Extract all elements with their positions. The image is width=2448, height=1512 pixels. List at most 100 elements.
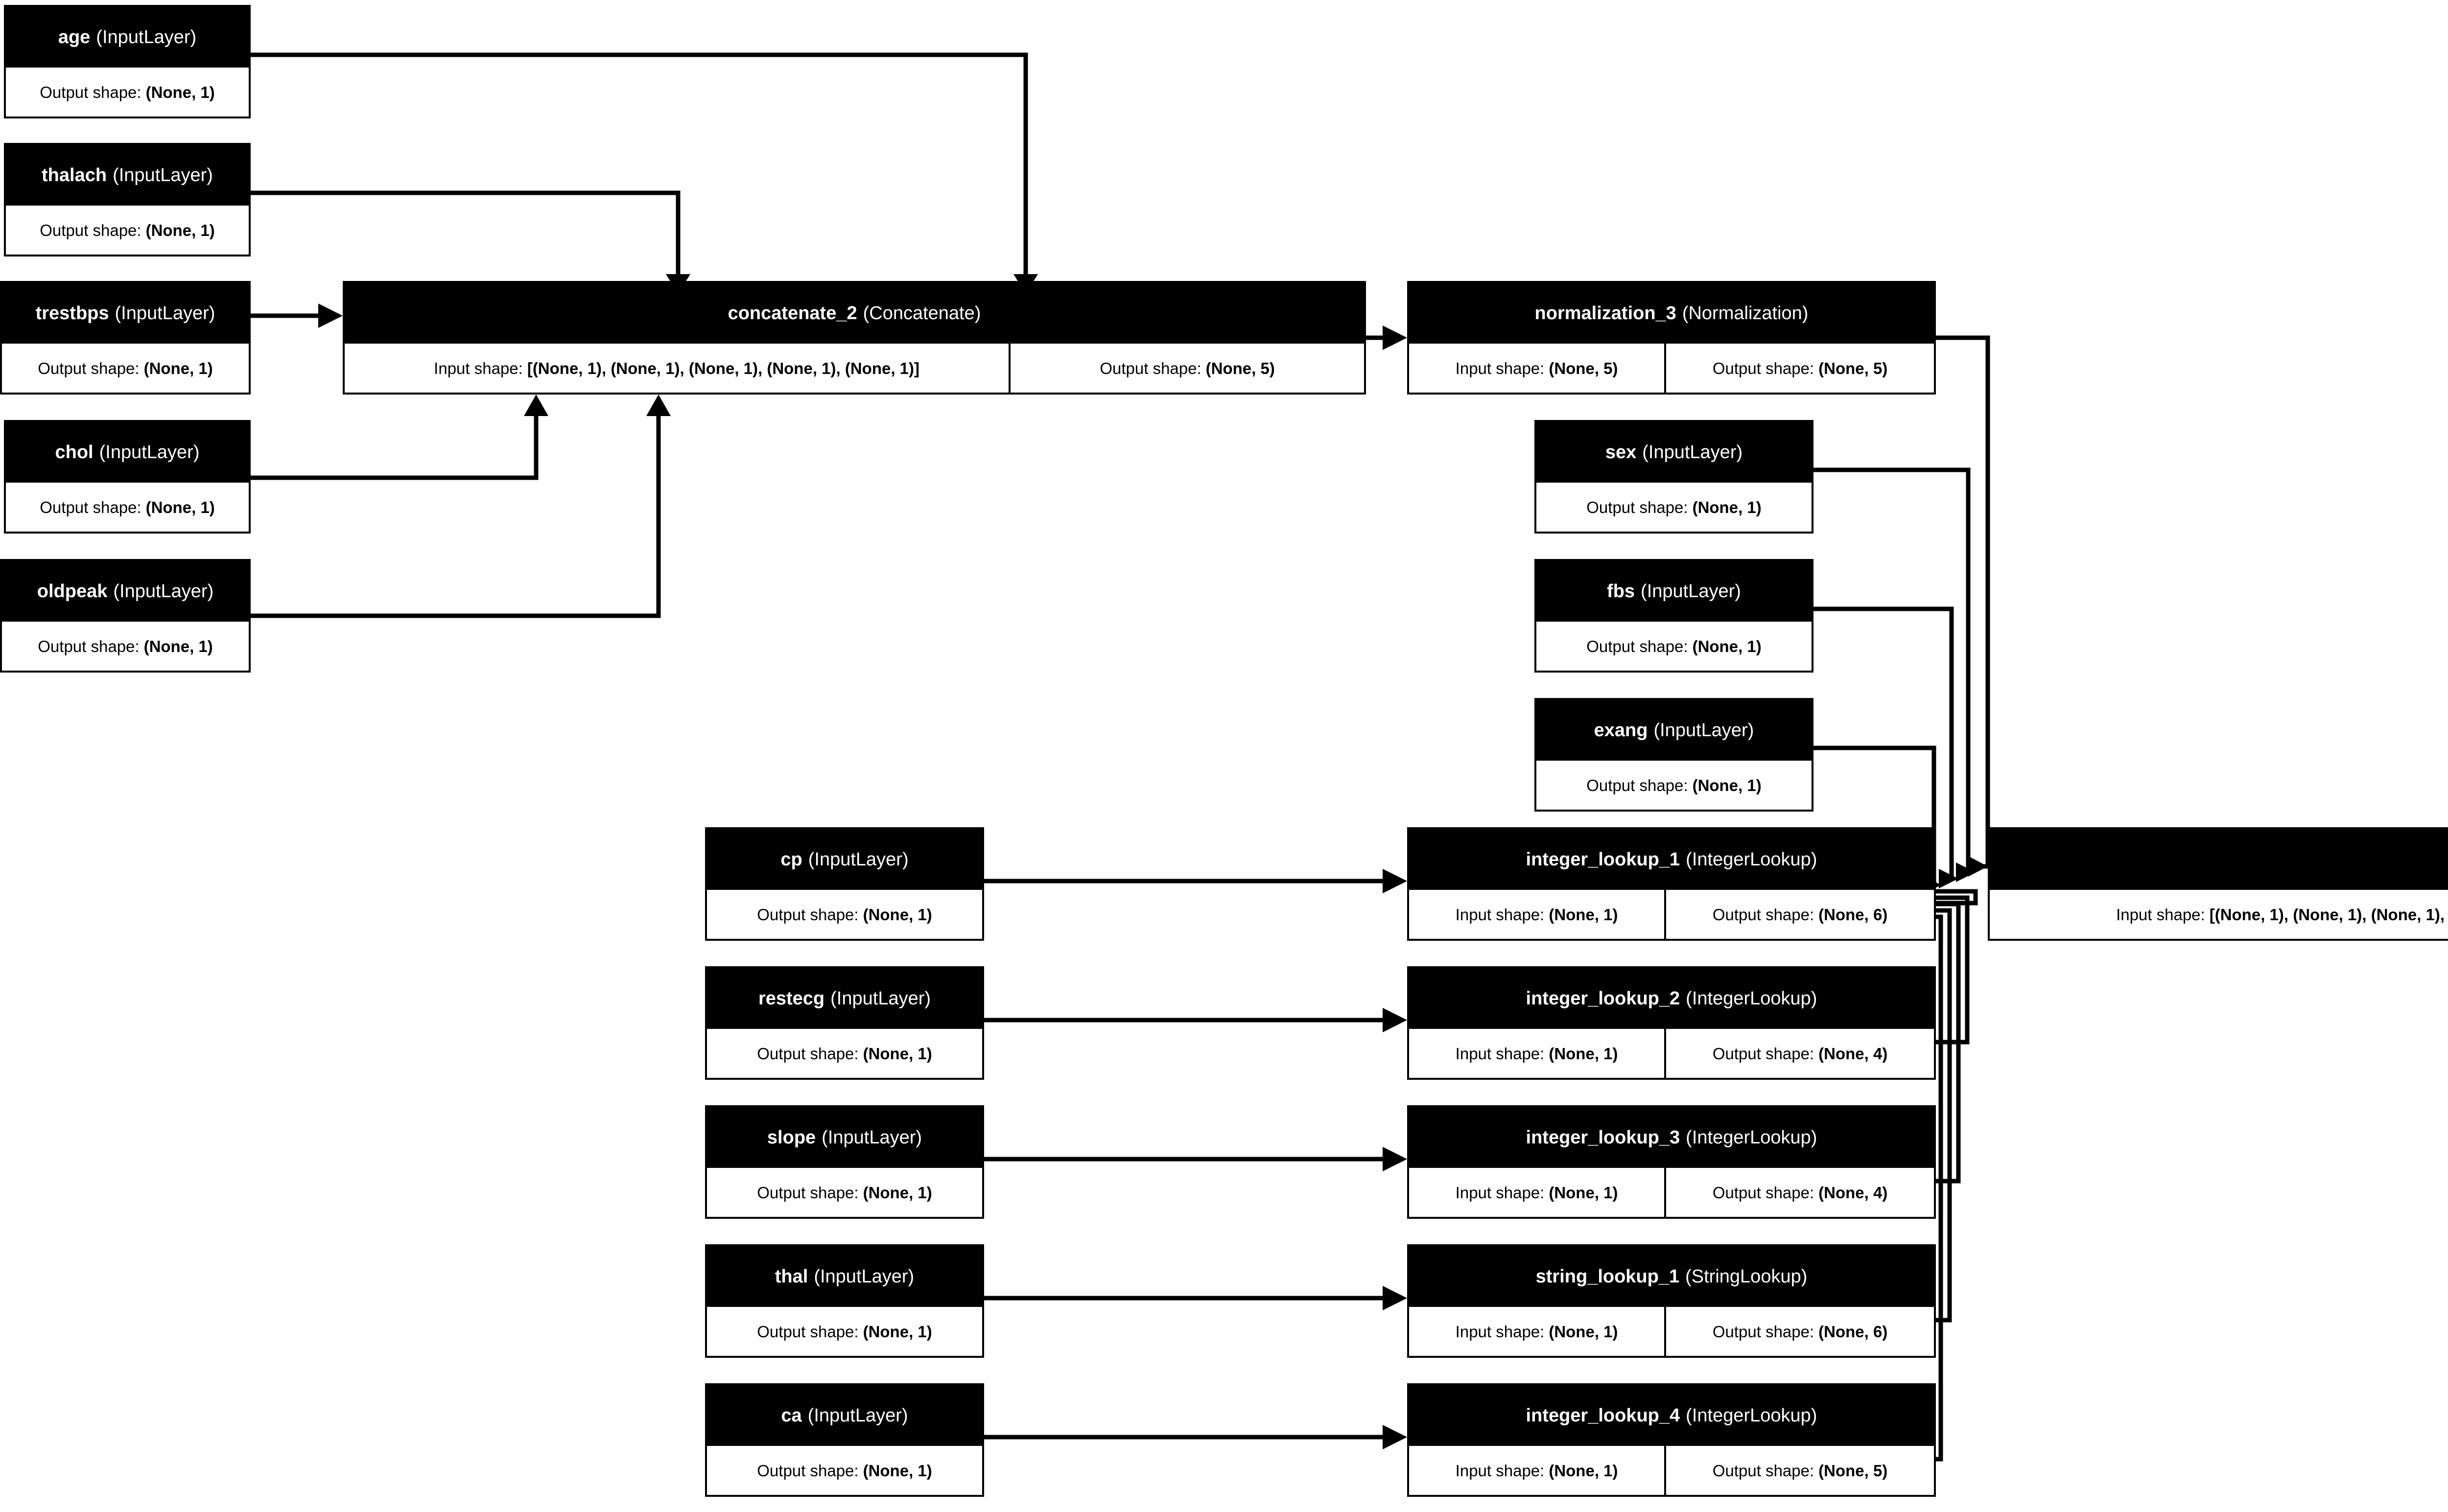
shape-cell-trestbps-0: Output shape:(None, 1) xyxy=(2,344,249,393)
node-kind-concatenate_2: (Concatenate) xyxy=(863,303,981,324)
node-oldpeak[interactable]: oldpeak(InputLayer)Output shape:(None, 1… xyxy=(0,559,251,673)
shape-label: Input shape: xyxy=(1455,905,1545,924)
node-kind-oldpeak: (InputLayer) xyxy=(113,581,214,602)
node-thal[interactable]: thal(InputLayer)Output shape:(None, 1) xyxy=(705,1244,984,1358)
shape-label: Output shape: xyxy=(1100,359,1201,377)
node-concatenate_2[interactable]: concatenate_2(Concatenate)Input shape:[(… xyxy=(343,281,1366,395)
node-name-chol: chol xyxy=(55,442,94,463)
shape-row-integer_lookup_2: Input shape:(None, 1)Output shape:(None,… xyxy=(1409,1029,1934,1078)
shape-value: (None, 1) xyxy=(1549,905,1618,924)
node-restecg[interactable]: restecg(InputLayer)Output shape:(None, 1… xyxy=(705,966,984,1080)
node-integer_lookup_4[interactable]: integer_lookup_4(IntegerLookup)Input sha… xyxy=(1407,1383,1936,1497)
shape-label: Input shape: xyxy=(434,359,523,377)
edge-chol-to-concatenate_2 xyxy=(251,416,539,480)
node-trestbps[interactable]: trestbps(InputLayer)Output shape:(None, … xyxy=(0,281,251,395)
shape-row-oldpeak: Output shape:(None, 1) xyxy=(2,622,249,671)
node-integer_lookup_2[interactable]: integer_lookup_2(IntegerLookup)Input sha… xyxy=(1407,966,1936,1080)
arrowhead-fbs xyxy=(1939,869,1958,888)
node-name-fbs: fbs xyxy=(1607,581,1635,602)
shape-cell-normalization_3-1: Output shape:(None, 5) xyxy=(1666,344,1934,393)
node-kind-restecg: (InputLayer) xyxy=(830,988,931,1009)
shape-label: Output shape: xyxy=(1712,1461,1814,1480)
node-slope[interactable]: slope(InputLayer)Output shape:(None, 1) xyxy=(705,1105,984,1219)
node-title-age: age(InputLayer) xyxy=(6,7,249,68)
shape-row-sex: Output shape:(None, 1) xyxy=(1536,483,1812,532)
node-concatenate_3[interactable]: concatenate_3(Concatenate)Input shape:[(… xyxy=(1988,827,2448,941)
shape-value: (None, 1) xyxy=(1692,637,1762,655)
shape-cell-chol-0: Output shape:(None, 1) xyxy=(6,483,249,532)
arrowhead-slope xyxy=(1383,1147,1407,1171)
shape-value: (None, 5) xyxy=(1205,359,1275,377)
shape-cell-concatenate_3-0: Input shape:[(None, 1), (None, 1), (None… xyxy=(1990,890,2448,939)
node-name-exang: exang xyxy=(1594,720,1648,741)
edge-thalach-to-concatenate_2 xyxy=(251,190,681,274)
node-name-age: age xyxy=(58,27,91,47)
shape-row-fbs: Output shape:(None, 1) xyxy=(1536,622,1812,671)
node-name-string_lookup_1: string_lookup_1 xyxy=(1535,1266,1680,1287)
shape-label: Output shape: xyxy=(757,1461,859,1480)
shape-row-trestbps: Output shape:(None, 1) xyxy=(2,344,249,393)
node-ca[interactable]: ca(InputLayer)Output shape:(None, 1) xyxy=(705,1383,984,1497)
shape-value: (None, 1) xyxy=(1549,1044,1618,1063)
node-kind-thal: (InputLayer) xyxy=(814,1266,915,1287)
shape-cell-ca-0: Output shape:(None, 1) xyxy=(707,1446,982,1495)
shape-row-exang: Output shape:(None, 1) xyxy=(1536,761,1812,810)
shape-row-integer_lookup_1: Input shape:(None, 1)Output shape:(None,… xyxy=(1409,890,1934,939)
node-cp[interactable]: cp(InputLayer)Output shape:(None, 1) xyxy=(705,827,984,941)
edge-oldpeak-to-concatenate_2 xyxy=(251,416,661,618)
shape-cell-integer_lookup_2-0: Input shape:(None, 1) xyxy=(1409,1029,1665,1078)
node-exang[interactable]: exang(InputLayer)Output shape:(None, 1) xyxy=(1534,698,1813,812)
arrowhead-thal xyxy=(1383,1286,1407,1310)
node-normalization_3[interactable]: normalization_3 (Normalization) Input shap… xyxy=(1407,281,1936,395)
node-integer_lookup_1[interactable]: integer_lookup_1(IntegerLookup)Input sha… xyxy=(1407,827,1936,941)
node-kind-integer_lookup_1: (IntegerLookup) xyxy=(1686,849,1817,870)
node-title-concatenate_2: concatenate_2 (Concatenate) xyxy=(345,283,1364,344)
shape-label: Output shape: xyxy=(1712,1322,1814,1341)
shape-label: Input shape: xyxy=(1455,1044,1545,1063)
shape-value: (None, 1) xyxy=(1549,1461,1618,1480)
shape-cell-thalach-0: Output shape:(None, 1) xyxy=(6,206,249,255)
shape-value: (None, 5) xyxy=(1818,1461,1888,1480)
shape-label: Input shape: xyxy=(1455,1322,1545,1341)
shape-value: (None, 1) xyxy=(1692,498,1762,516)
node-name-normalization_3: normalization_3 xyxy=(1534,303,1676,324)
shape-value: (None, 1) xyxy=(143,637,213,655)
node-kind-integer_lookup_2: (IntegerLookup) xyxy=(1686,988,1817,1009)
shape-value: (None, 1) xyxy=(863,905,932,924)
node-name-concatenate_2: concatenate_2 xyxy=(728,303,857,324)
shape-value: (None, 1) xyxy=(863,1044,932,1063)
shape-value: (None, 6) xyxy=(1818,1322,1888,1341)
node-integer_lookup_3[interactable]: integer_lookup_3(IntegerLookup)Input sha… xyxy=(1407,1105,1936,1219)
node-fbs[interactable]: fbs (InputLayer) Output shape:(None, 1) xyxy=(1534,559,1813,673)
shape-label: Output shape: xyxy=(40,83,141,101)
node-string_lookup_1[interactable]: string_lookup_1(StringLookup) Input shape… xyxy=(1407,1244,1936,1358)
shape-label: Input shape: xyxy=(2116,905,2205,924)
shape-label: Output shape: xyxy=(1586,776,1688,794)
node-kind-exang: (InputLayer) xyxy=(1653,720,1754,741)
node-sex[interactable]: sex(InputLayer)Output shape:(None, 1) xyxy=(1534,420,1813,534)
shape-cell-normalization_3-0: Input shape:(None, 5) xyxy=(1409,344,1665,393)
shape-cell-string_lookup_1-0: Input shape:(None, 1) xyxy=(1409,1307,1665,1356)
shape-cell-concatenate_2-1: Output shape:(None, 5) xyxy=(1011,344,1365,393)
node-thalach[interactable]: thalach(InputLayer)Output shape:(None, 1… xyxy=(4,143,251,256)
shape-value: (None, 4) xyxy=(1818,1044,1888,1063)
shape-cell-integer_lookup_3-1: Output shape:(None, 4) xyxy=(1666,1168,1934,1217)
shape-cell-integer_lookup_1-0: Input shape:(None, 1) xyxy=(1409,890,1665,939)
shape-label: Output shape: xyxy=(1586,498,1688,516)
node-kind-slope: (InputLayer) xyxy=(822,1127,922,1148)
shape-value: (None, 1) xyxy=(1549,1183,1618,1202)
node-kind-string_lookup_1: (StringLookup) xyxy=(1685,1266,1808,1287)
shape-label: Output shape: xyxy=(1712,1044,1814,1063)
node-kind-sex: (InputLayer) xyxy=(1642,442,1743,463)
node-title-chol: chol(InputLayer) xyxy=(6,422,249,483)
node-kind-fbs: (InputLayer) xyxy=(1641,581,1741,602)
node-title-exang: exang(InputLayer) xyxy=(1536,700,1812,761)
node-kind-normalization_3: (Normalization) xyxy=(1682,303,1809,324)
node-title-slope: slope(InputLayer) xyxy=(707,1107,982,1168)
shape-row-thal: Output shape:(None, 1) xyxy=(707,1307,982,1356)
arrowhead-oldpeak xyxy=(646,395,671,416)
shape-row-chol: Output shape:(None, 1) xyxy=(6,483,249,532)
shape-label: Output shape: xyxy=(757,1044,859,1063)
node-chol[interactable]: chol(InputLayer)Output shape:(None, 1) xyxy=(4,420,251,534)
node-age[interactable]: age(InputLayer)Output shape:(None, 1) xyxy=(4,5,251,118)
